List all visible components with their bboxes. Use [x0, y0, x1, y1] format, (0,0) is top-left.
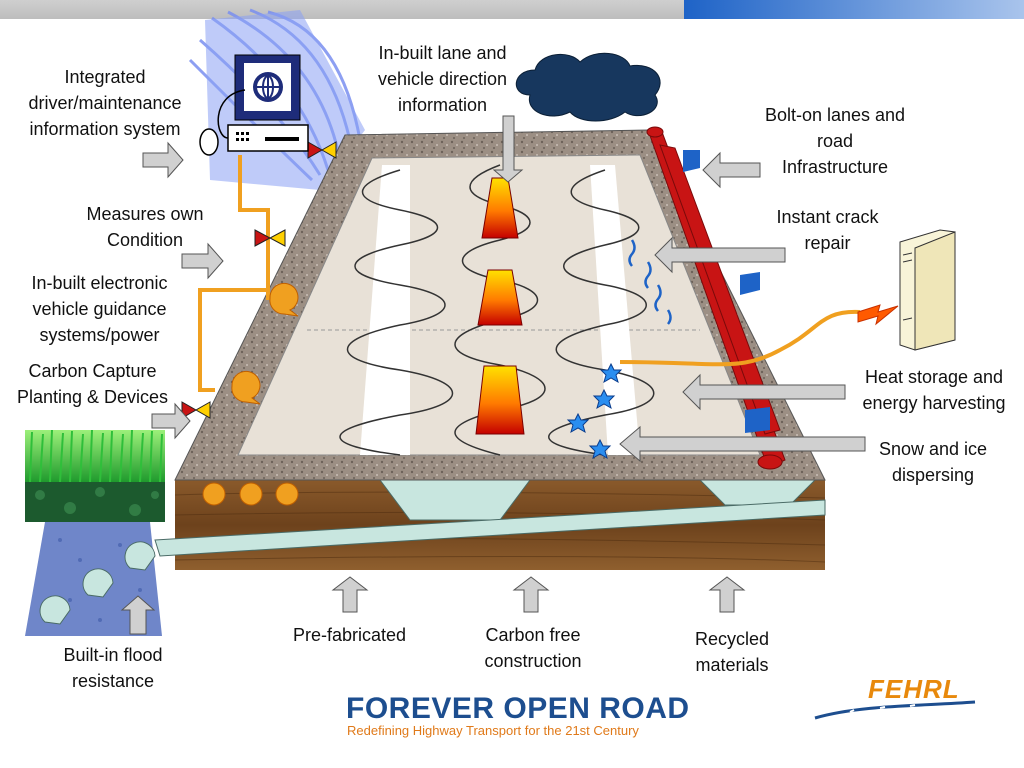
label-bolt-on-lanes: Bolt-on lanes and road Infrastructure: [764, 105, 906, 177]
label-carbon-free: Carbon free construction: [484, 625, 582, 671]
carbon-capture-devices: [202, 282, 299, 506]
label-carbon-capture: Carbon Capture Planting & Devices: [16, 361, 169, 407]
label-guidance-systems: In-built electronic vehicle guidance sys…: [31, 273, 168, 345]
server-tower-icon: [899, 229, 956, 351]
heat-pipe: [619, 309, 861, 367]
snow-ice-stars: [566, 362, 623, 460]
lane-stripe-right: [590, 165, 640, 455]
lane-stripe-left: [360, 165, 410, 455]
label-flood-resistance: Built-in flood resistance: [63, 645, 163, 691]
label-integrated-info: Integrated driver/maintenance informatio…: [28, 67, 182, 139]
cloud-icon: [515, 52, 661, 122]
fehrl-logo-swoosh: [814, 700, 976, 720]
lane-sign-plates: [683, 150, 770, 433]
grass-planting-block: [25, 429, 165, 522]
label-recycled: Recycled materials: [694, 629, 770, 675]
label-measures-condition: Measures own Condition: [86, 204, 204, 250]
crack-repair-drips: [628, 239, 672, 325]
label-heat-storage: Heat storage and energy harvesting: [862, 367, 1006, 413]
drainage-pipe: [154, 499, 826, 557]
water-drops: [39, 541, 156, 625]
top-bar-grey: [0, 0, 684, 19]
valve-icons: [181, 141, 337, 419]
label-lane-information: In-built lane and vehicle direction info…: [377, 43, 508, 115]
lane-heater-3: [475, 365, 525, 435]
brand-title: FOREVER OPEN ROAD: [346, 692, 690, 725]
lane-heater-2: [477, 269, 523, 326]
lightning-bolt-icon: [857, 304, 899, 326]
computer-terminal-icon: [199, 54, 309, 156]
brand-subtitle: Redefining Highway Transport for the 21s…: [347, 723, 639, 738]
callout-arrows: [120, 115, 866, 635]
top-bar-blue: [684, 0, 1024, 19]
label-crack-repair: Instant crack repair: [776, 207, 879, 253]
label-snow-ice: Snow and ice dispersing: [878, 439, 988, 485]
label-prefabricated: Pre-fabricated: [292, 625, 407, 645]
fehrl-logo: FEHRL: [868, 674, 960, 704]
